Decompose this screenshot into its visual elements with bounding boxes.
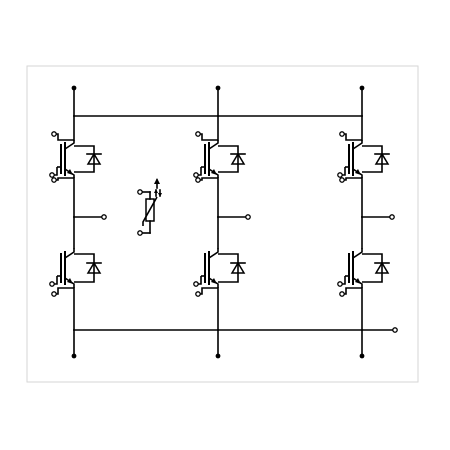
diode-loop: [362, 145, 383, 173]
collector-lead: [64, 140, 75, 150]
diode-loop: [218, 253, 239, 283]
diode-triangle: [86, 152, 102, 165]
diode-icon: [86, 152, 102, 165]
thermistor-slash: [142, 196, 158, 226]
emitter-arrow-icon: [211, 169, 217, 175]
terminals: [49, 85, 398, 359]
ntc-thermistor-icon: [141, 178, 162, 234]
collector-lead: [64, 248, 75, 259]
terminal-icon: [193, 281, 199, 287]
terminal-icon: [215, 85, 221, 91]
diode-icon: [374, 261, 390, 274]
terminal-icon: [195, 177, 201, 183]
terminal-icon: [71, 353, 77, 359]
terminal-icon: [49, 281, 55, 287]
igbt-icon: [196, 248, 246, 288]
diode-triangle: [374, 261, 390, 274]
terminal-icon: [339, 291, 345, 297]
emitter-lead: [64, 168, 75, 178]
emitter-lead: [352, 168, 363, 178]
terminal-icon: [137, 230, 143, 236]
diode-triangle: [230, 152, 246, 165]
sense-wire: [54, 287, 74, 295]
terminal-icon: [245, 214, 251, 220]
diode-icon: [230, 261, 246, 274]
diode-triangle: [86, 261, 102, 274]
wires: [54, 87, 396, 357]
arrow-up-icon: [154, 189, 158, 193]
igbt-icon: [52, 248, 102, 288]
diode-loop: [218, 145, 239, 173]
diode-loop: [74, 253, 95, 283]
collector-lead: [208, 248, 219, 259]
terminal-icon: [389, 214, 395, 220]
terminal-icon: [51, 131, 57, 137]
diode-triangle: [230, 261, 246, 274]
emitter-lead: [64, 277, 75, 288]
sense-wire: [54, 177, 74, 181]
terminal-icon: [71, 85, 77, 91]
sense-wire: [198, 133, 218, 141]
arrow-down-icon: [158, 193, 162, 197]
diode-triangle: [374, 152, 390, 165]
terminal-icon: [337, 281, 343, 287]
terminal-icon: [137, 189, 143, 195]
terminal-icon: [195, 131, 201, 137]
emitter-lead: [208, 277, 219, 288]
terminal-icon: [339, 131, 345, 137]
terminal-icon: [339, 177, 345, 183]
igbt-icon: [196, 140, 246, 178]
terminal-icon: [215, 353, 221, 359]
collector-lead: [352, 140, 363, 150]
igbt-icon: [340, 140, 390, 178]
terminal-icon: [359, 353, 365, 359]
collector-lead: [352, 248, 363, 259]
diode-loop: [74, 145, 95, 173]
diode-icon: [230, 152, 246, 165]
terminal-icon: [337, 172, 343, 178]
emitter-arrow-icon: [67, 169, 73, 175]
emitter-lead: [208, 168, 219, 178]
sense-wire: [198, 177, 218, 181]
terminal-icon: [51, 291, 57, 297]
diode-icon: [86, 261, 102, 274]
terminal-icon: [101, 214, 107, 220]
terminal-icon: [359, 85, 365, 91]
diagram-frame: [26, 65, 419, 383]
diode-icon: [374, 152, 390, 165]
terminal-icon: [49, 172, 55, 178]
sense-wire: [342, 133, 362, 141]
emitter-arrow-icon: [355, 169, 361, 175]
emitter-arrow-icon: [67, 278, 73, 284]
diode-loop: [362, 253, 383, 283]
sense-wire: [198, 287, 218, 295]
terminal-icon: [193, 172, 199, 178]
arrow-up-icon: [154, 178, 160, 184]
terminal-icon: [392, 327, 398, 333]
igbt-icon: [52, 140, 102, 178]
sense-wire: [54, 133, 74, 141]
collector-lead: [208, 140, 219, 150]
sense-wire: [342, 177, 362, 181]
components: [52, 140, 390, 288]
emitter-arrow-icon: [355, 278, 361, 284]
terminal-icon: [51, 177, 57, 183]
emitter-arrow-icon: [211, 278, 217, 284]
sense-wire: [342, 287, 362, 295]
terminal-icon: [195, 291, 201, 297]
emitter-lead: [352, 277, 363, 288]
igbt-icon: [340, 248, 390, 288]
